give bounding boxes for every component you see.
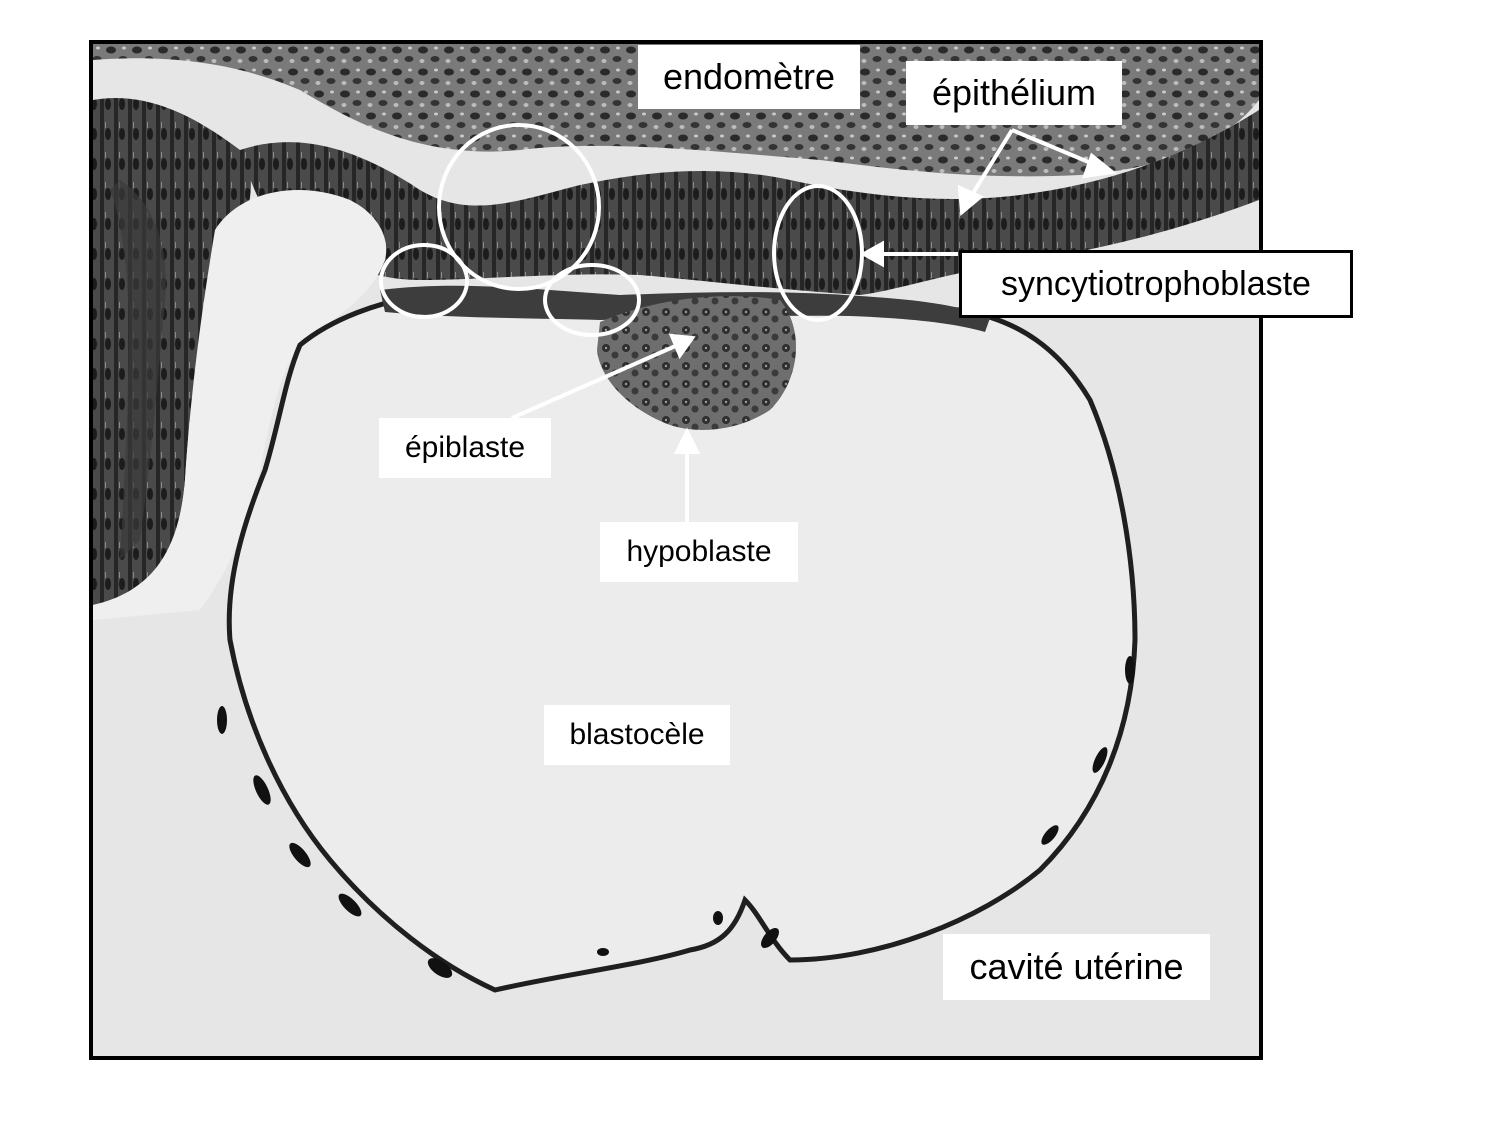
label-cavite-uterine: cavité utérine — [943, 934, 1210, 1000]
inner-cell-mass — [597, 296, 797, 430]
circle-middle-cytotrophoblast — [543, 263, 641, 337]
label-endometre: endomètre — [638, 45, 860, 109]
arrow-epithelium-left — [968, 128, 1014, 200]
circle-left-cytotrophoblast — [379, 243, 469, 319]
label-blastocele: blastocèle — [544, 705, 730, 765]
label-syncytiotrophoblaste: syncytiotrophoblaste — [959, 250, 1353, 318]
label-hypoblaste: hypoblaste — [600, 522, 798, 582]
label-epiblaste: épiblaste — [379, 418, 551, 478]
arrow-epiblaste — [511, 342, 681, 420]
annotation-circles — [379, 123, 864, 337]
circle-upper-cytotrophoblast — [437, 123, 601, 291]
epithelium-top-band — [240, 110, 1259, 295]
arrow-epithelium-right — [1011, 128, 1099, 168]
annotation-arrows — [511, 128, 1117, 522]
wall-nuclei — [217, 656, 1135, 978]
epithelium-left-inner — [110, 180, 166, 560]
label-epithelium: épithélium — [906, 61, 1122, 125]
uterine-lumen-channel — [93, 190, 387, 620]
